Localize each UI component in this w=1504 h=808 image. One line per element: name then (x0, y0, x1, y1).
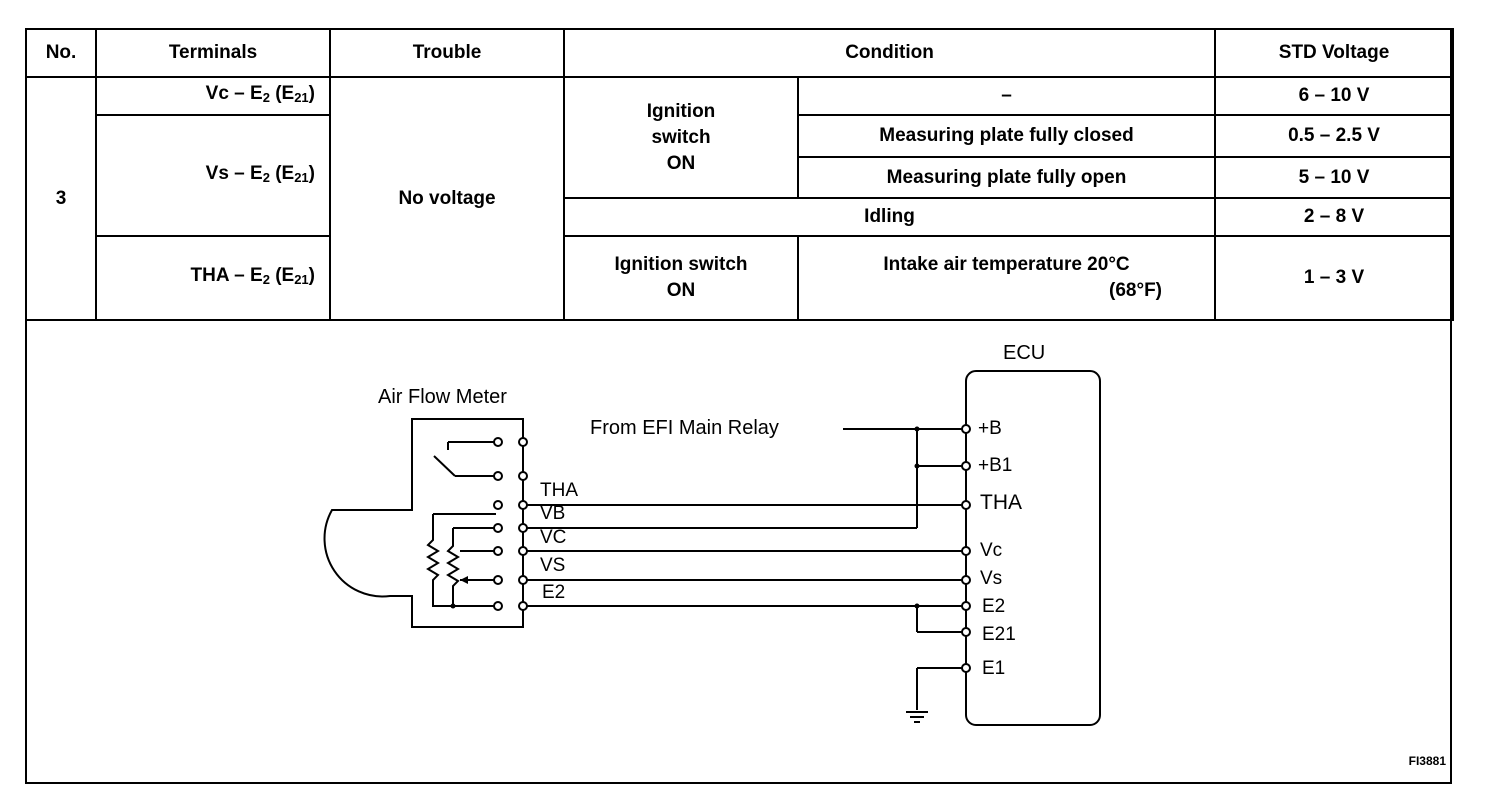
air-flow-meter-housing (323, 418, 524, 628)
table-row: 3 Vc – E2 (E21) No voltage Ignition swit… (25, 76, 1455, 321)
ecu-pin-vs: Vs (980, 568, 1003, 589)
ecu-label: ECU (1003, 342, 1046, 364)
table-row: Idling 2 – 8 V (26, 197, 1455, 237)
voltage-plate-closed: 0.5 – 2.5 V (1214, 114, 1455, 158)
header-trouble: Trouble (329, 28, 565, 78)
header-condition: Condition (562, 28, 1217, 78)
figure-code: FI3881 (1408, 754, 1446, 768)
table-row: Vs – E2 (E21) Measuring plate fully clos… (26, 114, 1455, 237)
spec-table: No. Terminals Trouble Condition STD Volt… (25, 28, 1455, 321)
air-flow-meter-label: Air Flow Meter (378, 386, 507, 408)
condition-plate-closed: Measuring plate fully closed (796, 114, 1217, 158)
relay-label: From EFI Main Relay (590, 417, 779, 439)
afm-pin-vb: VB (540, 503, 566, 524)
ecu-pin-b1: +B1 (978, 455, 1013, 476)
ecu-pin-e2: E2 (982, 596, 1006, 617)
condition-plate-open: Measuring plate fully open (796, 156, 1217, 199)
condition-intake-temp: Intake air temperature 20°C (68°F) (796, 235, 1217, 321)
ecu-pin-e1: E1 (982, 658, 1006, 679)
trouble-cell: No voltage (329, 76, 565, 321)
terminal-vc: Vc – E2 (E21) (95, 76, 331, 116)
ecu-pin-b: +B (978, 418, 1002, 439)
row-number: 3 (25, 76, 97, 321)
voltage-plate-open: 5 – 10 V (1214, 156, 1455, 199)
ecu-pin-vc: Vc (980, 540, 1003, 561)
condition-idling: Idling (562, 197, 1217, 237)
table-row: THA – E2 (E21) Ignition switch ON Intake… (26, 235, 1455, 321)
afm-pin-vc: VC (540, 527, 567, 548)
voltage-idling: 2 – 8 V (1214, 197, 1455, 237)
header-std-voltage: STD Voltage (1214, 28, 1455, 78)
voltage-tha: 1 – 3 V (1214, 235, 1455, 321)
afm-pin-vs: VS (540, 555, 566, 576)
ecu-pin-e21: E21 (982, 624, 1016, 645)
header-no: No. (25, 28, 97, 78)
condition-dash: – (796, 76, 1217, 116)
terminal-vs: Vs – E2 (E21) (95, 114, 331, 237)
ignition-switch-on-cell-2: Ignition switch ON (563, 235, 799, 321)
header-terminals: Terminals (95, 28, 331, 78)
table-row: Measuring plate fully open 5 – 10 V (26, 156, 1455, 199)
afm-pin-e2: E2 (542, 582, 566, 603)
ecu-pin-tha: THA (980, 491, 1022, 514)
terminal-tha: THA – E2 (E21) (95, 235, 331, 321)
ignition-switch-on-cell: Ignition switch ON (563, 76, 799, 199)
table-header-row: No. Terminals Trouble Condition STD Volt… (25, 28, 1455, 78)
voltage-dash: 6 – 10 V (1214, 76, 1455, 116)
afm-pin-tha: THA (540, 480, 578, 501)
